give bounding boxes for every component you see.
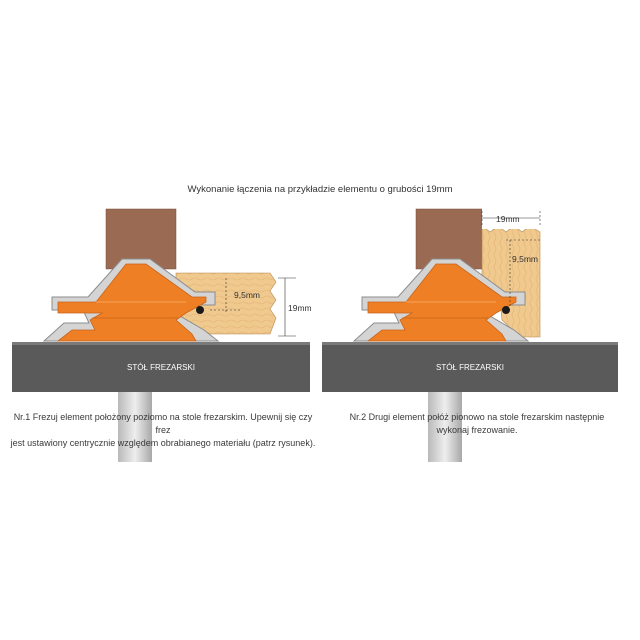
router-shaft <box>118 392 152 462</box>
caption-line: Nr.2 Drugi element połóż pionowo na stol… <box>349 412 605 422</box>
caption-line: Nr.1 Frezuj element położony poziomo na … <box>13 412 313 435</box>
router-table-label: STÓŁ FREZARSKI <box>436 363 504 372</box>
router-table <box>322 342 618 392</box>
dimension-label-a: 19mm <box>496 214 520 224</box>
dimension-label-b: 9,5mm <box>512 254 538 264</box>
center-marker <box>502 306 510 314</box>
caption-line: wykonaj frezowanie. <box>436 425 518 435</box>
page-title: Wykonanie łączenia na przykładzie elemen… <box>187 184 453 195</box>
dimension-label-b: 19mm <box>288 303 312 313</box>
panel-2: 19mm 9,5mm STÓŁ FREZARSKI <box>322 208 618 462</box>
dimension-lines <box>210 277 296 337</box>
panel-1: 9,5mm 19mm STÓŁ FREZARSKI <box>12 208 312 462</box>
router-table <box>12 342 310 392</box>
center-marker <box>196 306 204 314</box>
caption-line: jest ustawiony centrycznie względem obra… <box>10 438 316 448</box>
router-table-label: STÓŁ FREZARSKI <box>127 363 195 372</box>
caption-panel-1: Nr.1 Frezuj element położony poziomo na … <box>8 411 318 450</box>
dimension-lines <box>481 211 541 306</box>
caption-panel-2: Nr.2 Drugi element połóż pionowo na stol… <box>322 411 632 437</box>
router-shaft <box>428 392 462 462</box>
dimension-label-a: 9,5mm <box>234 290 260 300</box>
